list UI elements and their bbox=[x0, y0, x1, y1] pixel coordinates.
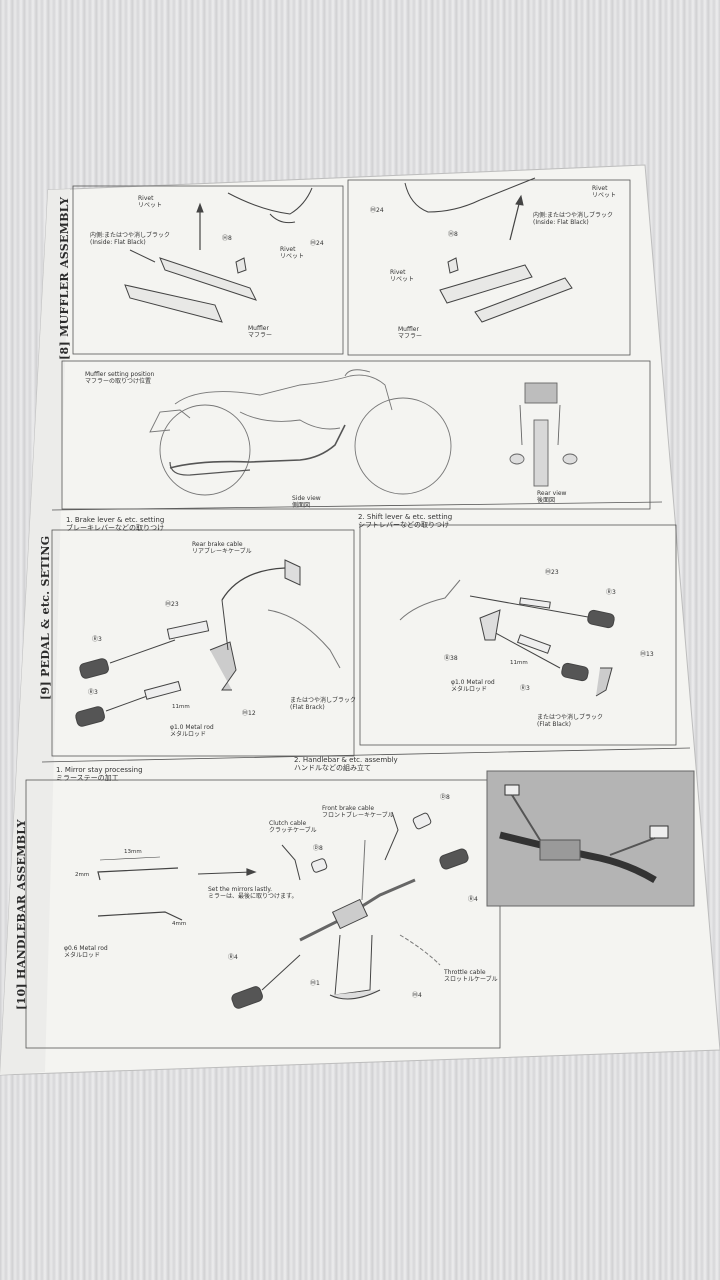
motorcycle-side-view bbox=[149, 369, 452, 496]
shift-lever-panel bbox=[359, 524, 677, 746]
section-divider-9 bbox=[51, 501, 663, 511]
title-strip bbox=[0, 189, 70, 1075]
inside-finish-label: 内側:またはつや消しブラック(Inside: Flat Black) bbox=[90, 232, 171, 246]
muffler-position-panel bbox=[61, 360, 651, 510]
handlebar-drawing bbox=[231, 811, 469, 1009]
photo-handlebar bbox=[486, 770, 695, 907]
part-h8-label: Ⓗ8 bbox=[448, 231, 458, 238]
part-r4-label: Ⓡ4 bbox=[468, 896, 478, 903]
part-m23-label: Ⓜ23 bbox=[545, 569, 559, 576]
part-r3-label: Ⓡ3 bbox=[92, 636, 102, 643]
mirror-stay-drawing bbox=[97, 856, 257, 921]
brake-lever-drawing bbox=[75, 559, 341, 727]
dimension-13mm-label: 13mm bbox=[124, 849, 142, 855]
muffler-right-drawing bbox=[404, 177, 573, 323]
muffler-left-panel bbox=[72, 185, 344, 355]
part-m24-label: Ⓜ24 bbox=[310, 240, 324, 247]
part-h8-label: Ⓗ8 bbox=[222, 235, 232, 242]
part-m23-label: Ⓜ23 bbox=[165, 601, 179, 608]
part-r3-label: Ⓡ3 bbox=[88, 689, 98, 696]
part-m13-label: Ⓜ13 bbox=[640, 651, 654, 658]
part-d8-label: Ⓓ8 bbox=[313, 845, 323, 852]
set-mirrors-label: Set the mirrors lastly.ミラーは、最後に取りつけます。 bbox=[208, 886, 298, 900]
motorcycle-rear-view bbox=[509, 382, 578, 487]
section-divider-10 bbox=[41, 747, 691, 763]
muffler-right-panel bbox=[347, 179, 631, 356]
handlebar-panel bbox=[25, 779, 501, 1049]
muffler-left-drawing bbox=[124, 187, 313, 323]
part-d8-label: Ⓓ8 bbox=[440, 794, 450, 801]
inside-finish-label: 内側:またはつや消しブラック(Inside: Flat Black) bbox=[533, 212, 614, 226]
muffler-assembly-title: [8] MUFFLER ASSEMBLY bbox=[58, 196, 71, 360]
flat-black-label: またはつや消しブラック(Flat Brack) bbox=[290, 697, 357, 711]
shift-lever-drawing bbox=[399, 579, 615, 697]
flat-black-label: またはつや消しブラック(Flat Black) bbox=[537, 714, 604, 728]
part-r3-label: Ⓡ3 bbox=[606, 589, 616, 596]
part-m1-label: Ⓜ1 bbox=[310, 980, 320, 987]
brake-lever-panel bbox=[51, 529, 355, 757]
dimension-2mm-label: 2mm bbox=[75, 872, 90, 878]
dimension-11mm-label: 11mm bbox=[510, 660, 528, 666]
part-m4-label: Ⓜ4 bbox=[412, 992, 422, 999]
pedal-setting-title: [9] PEDAL & etc. SETING bbox=[39, 535, 52, 700]
part-m24-label: Ⓜ24 bbox=[370, 207, 384, 214]
dimension-11mm-label: 11mm bbox=[172, 704, 190, 710]
handlebar-assembly-title: [10] HANDLEBAR ASSEMBLY bbox=[15, 819, 28, 1010]
part-r4-label: Ⓡ4 bbox=[228, 954, 238, 961]
dimension-4mm-label: 4mm bbox=[172, 921, 187, 927]
part-m12-label: Ⓜ12 bbox=[242, 710, 256, 717]
part-b38-label: Ⓑ38 bbox=[444, 655, 458, 662]
part-r3-label: Ⓡ3 bbox=[520, 685, 530, 692]
